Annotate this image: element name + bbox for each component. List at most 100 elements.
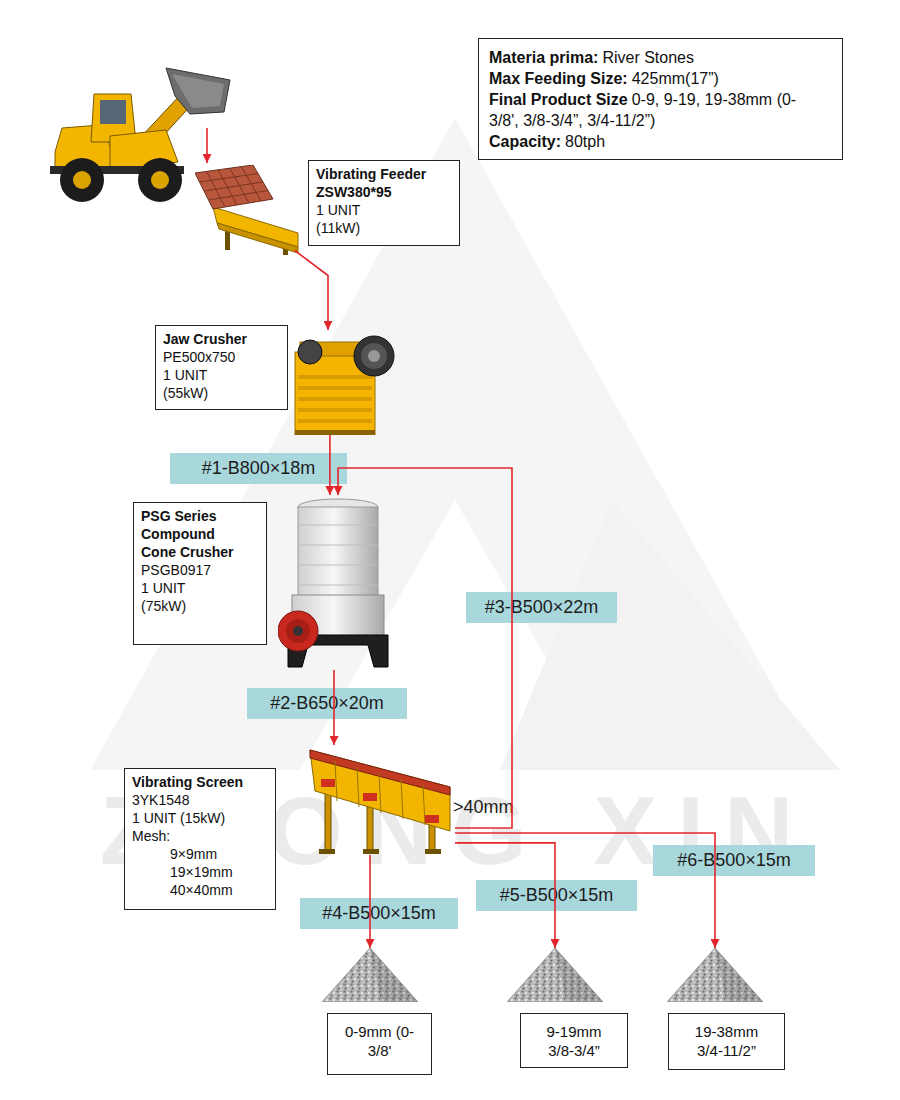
art-part xyxy=(293,626,303,636)
spec-text: PSGB0917 xyxy=(141,561,259,579)
spec-value: River Stones xyxy=(602,49,694,66)
vibrating-screen: Vibrating Screen3YK15481 UNIT (15kW)Mesh… xyxy=(305,745,455,855)
label-box: 19-38mm 3/4-11/2” xyxy=(668,1013,785,1070)
art-part xyxy=(425,849,441,854)
label-box: PSG Series Compound Cone CrusherPSGB0917… xyxy=(133,502,267,645)
cone-illustration xyxy=(278,495,390,670)
equipment-title: Vibrating Screen xyxy=(132,773,268,791)
art-part xyxy=(555,948,603,1002)
art-part xyxy=(217,223,298,253)
spec-text: 40×40mm xyxy=(132,881,268,899)
jaw-crusher: Jaw CrusherPE500x7501 UNIT(55kW) xyxy=(290,330,395,435)
equipment-title: ZSW380*95 xyxy=(316,183,452,201)
info-box: Materia prima:River StonesMax Feeding Si… xyxy=(478,38,843,160)
art-part xyxy=(286,619,310,643)
vibrating-feeder: Vibrating FeederZSW380*951 UNIT(11kW) xyxy=(195,165,300,255)
label-box: Vibrating Screen3YK15481 UNIT (15kW)Mesh… xyxy=(124,768,276,910)
art-part xyxy=(204,182,263,191)
spec-text: 1 UNIT (15kW) xyxy=(132,809,268,827)
art-part xyxy=(319,849,335,854)
art-part xyxy=(357,767,359,807)
spec-text: 1 UNIT xyxy=(163,366,280,384)
spec-text: 9×9mm xyxy=(132,845,268,863)
spec-text: 3YK1548 xyxy=(132,791,268,809)
conveyor-label: #4-B500×15m xyxy=(300,898,458,929)
art-part xyxy=(200,174,259,183)
conveyor-label: #3-B500×22m xyxy=(466,592,617,623)
art-part xyxy=(298,340,322,364)
info-line: Final Product Size0-9, 9-19, 19-38mm (0-… xyxy=(489,89,814,131)
art-part xyxy=(354,336,394,376)
art-part xyxy=(335,761,337,801)
label-box: Vibrating FeederZSW380*951 UNIT(11kW) xyxy=(308,160,460,246)
art-part xyxy=(423,785,425,825)
info-line: Max Feeding Size:425mm(17”) xyxy=(489,68,814,89)
cone-crusher: PSG Series Compound Cone CrusherPSGB0917… xyxy=(278,495,390,670)
art-part xyxy=(298,585,378,586)
art-part xyxy=(401,779,403,819)
pile-illustration xyxy=(507,948,603,1002)
info-line: Materia prima:River Stones xyxy=(489,47,814,68)
loading-arrow xyxy=(206,128,208,163)
art-part xyxy=(363,849,379,854)
art-part xyxy=(425,815,439,823)
art-part xyxy=(715,948,763,1002)
art-part xyxy=(368,350,380,362)
spec-key: Capacity: xyxy=(489,133,561,150)
spec-text: Mesh: xyxy=(132,827,268,845)
art-part xyxy=(298,545,378,546)
equipment-title: PSG Series Compound Cone Crusher xyxy=(141,507,241,561)
art-part xyxy=(295,430,375,435)
art-part xyxy=(298,525,378,526)
art-part xyxy=(298,375,372,379)
gravel-pile xyxy=(322,948,418,1002)
art-part xyxy=(298,408,372,412)
product-pile: 0-9mm (0-3/8' xyxy=(322,948,418,1002)
conveyor-label: #5-B500×15m xyxy=(476,880,637,911)
watermark-shapes xyxy=(90,118,840,770)
art-part xyxy=(321,779,335,787)
product-pile: 9-19mm 3/8-3/4” xyxy=(507,948,603,1002)
equipment-title: Jaw Crusher xyxy=(163,330,280,348)
info-line: Capacity:80tph xyxy=(489,131,814,152)
pile-illustration xyxy=(667,948,763,1002)
art-part xyxy=(298,397,372,401)
art-part xyxy=(195,165,273,209)
label-box: Jaw CrusherPE500x7501 UNIT(55kW) xyxy=(155,325,288,410)
spec-text: 1 UNIT xyxy=(141,579,259,597)
art-part xyxy=(298,419,372,423)
product-pile: 19-38mm 3/4-11/2” xyxy=(667,948,763,1002)
spec-text: 1 UNIT xyxy=(316,201,452,219)
art-part xyxy=(209,191,269,201)
art-part xyxy=(298,565,378,566)
spec-value: 80tph xyxy=(565,133,605,150)
art-part xyxy=(379,773,381,813)
spec-text: 19×19mm xyxy=(132,863,268,881)
gravel-pile xyxy=(667,948,763,1002)
spec-key: Final Product Size xyxy=(489,91,628,108)
spec-text: 0-9mm (0-3/8' xyxy=(340,1022,420,1060)
art-part xyxy=(298,386,372,390)
conveyor-label: #2-B650×20m xyxy=(247,688,407,719)
label-box: 0-9mm (0-3/8' xyxy=(327,1013,432,1075)
screen-illustration xyxy=(305,745,455,855)
label-box: 9-19mm 3/8-3/4” xyxy=(520,1013,628,1068)
art-part xyxy=(363,793,377,801)
conveyor-connector xyxy=(295,251,328,331)
spec-text: (55kW) xyxy=(163,384,280,402)
spec-text: PE500x750 xyxy=(163,348,280,366)
equipment-title: Vibrating Feeder xyxy=(316,165,452,183)
art-part xyxy=(370,948,418,1002)
art-part xyxy=(278,611,318,651)
feeder-illustration xyxy=(195,165,300,255)
conveyor-label: #6-B500×15m xyxy=(653,845,815,876)
spec-text: 19-38mm 3/4-11/2” xyxy=(687,1022,767,1060)
spec-key: Max Feeding Size: xyxy=(489,70,628,87)
pile-illustration xyxy=(322,948,418,1002)
spec-value: 425mm(17”) xyxy=(632,70,719,87)
spec-text: (11kW) xyxy=(316,219,452,237)
oversize-note: >40mm xyxy=(453,797,514,818)
art-part xyxy=(298,507,378,599)
spec-key: Materia prima: xyxy=(489,49,598,66)
